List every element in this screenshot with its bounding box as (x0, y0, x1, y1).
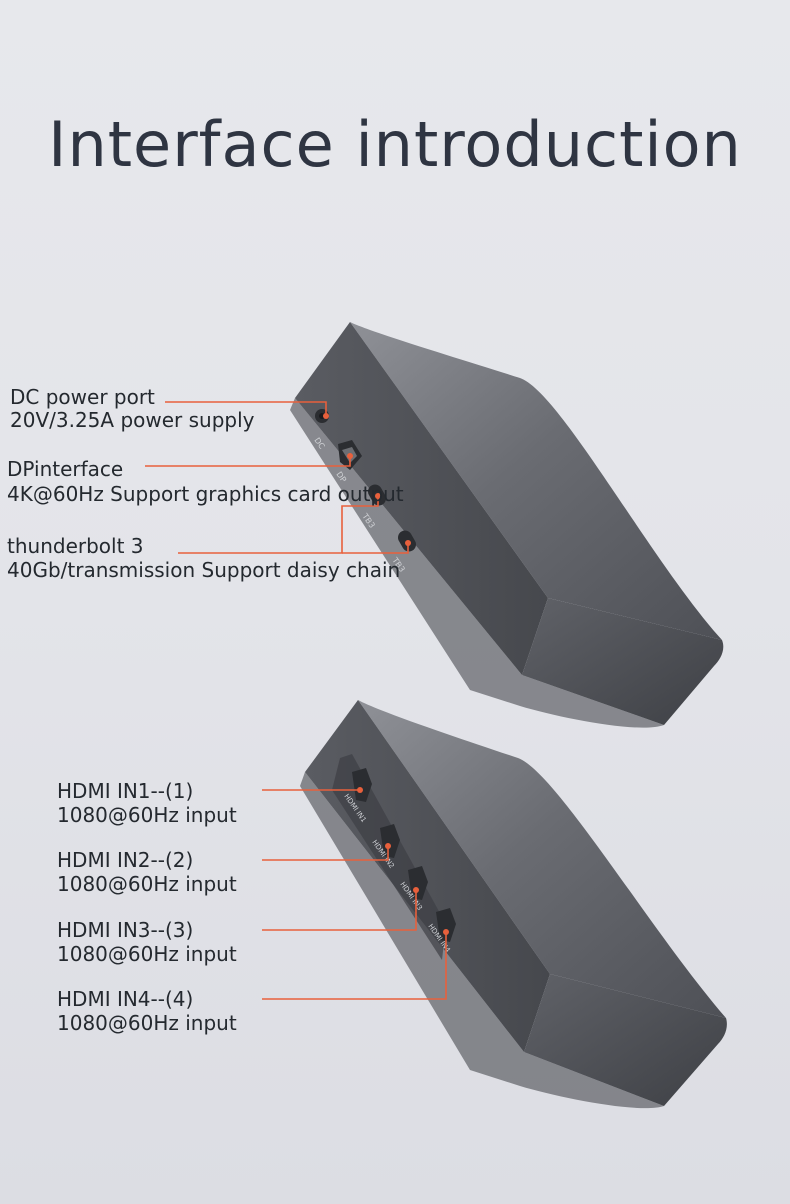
hdmi3-label-detail: 1080@60Hz input (57, 942, 237, 966)
dc-label-detail: 20V/3.25A power supply (10, 408, 255, 432)
device-top-face (358, 700, 726, 1018)
callout-tb3-2 (342, 543, 409, 554)
docking-station-top: DC DP TB3 TB3 (145, 322, 724, 728)
dp-label-detail: 4K@60Hz Support graphics card output (7, 482, 404, 506)
device-port-face (295, 322, 548, 675)
hdmi3-label-name: HDMI IN3--(3) (57, 918, 194, 942)
callout-tb3 (178, 496, 379, 554)
dc-label-name: DC power port (10, 385, 155, 409)
device-end-face (524, 974, 727, 1106)
hdmi-port-3 (408, 866, 428, 900)
tb3-label-name: thunderbolt 3 (7, 534, 144, 558)
callout-dp (145, 456, 351, 467)
hdmi1-label-detail: 1080@60Hz input (57, 803, 237, 827)
hdmi4-label-detail: 1080@60Hz input (57, 1011, 237, 1035)
hdmi-port-2 (380, 824, 400, 858)
dp-label-name: DPinterface (7, 457, 124, 481)
tb3-label-detail: 40Gb/transmission Support daisy chain (7, 558, 401, 582)
hdmi2-label-detail: 1080@60Hz input (57, 872, 237, 896)
callout-hdmi-2 (262, 846, 389, 861)
docking-station-bottom: HDMI IN1 HDMI IN2 HDMI IN3 HDMI IN4 (262, 700, 727, 1109)
hdmi1-label-name: HDMI IN1--(1) (57, 779, 194, 803)
hdmi-port-1 (352, 768, 372, 802)
callout-hdmi-3 (262, 890, 417, 931)
callout-hdmi-4 (262, 932, 447, 1000)
callout-dc (165, 401, 327, 416)
device-top-face (350, 322, 722, 640)
hdmi2-label-name: HDMI IN2--(2) (57, 848, 194, 872)
hdmi4-label-name: HDMI IN4--(4) (57, 987, 194, 1011)
hdmi-port-4 (436, 908, 456, 942)
page-title: Interface introduction (48, 108, 742, 181)
device-end-face (522, 598, 724, 725)
